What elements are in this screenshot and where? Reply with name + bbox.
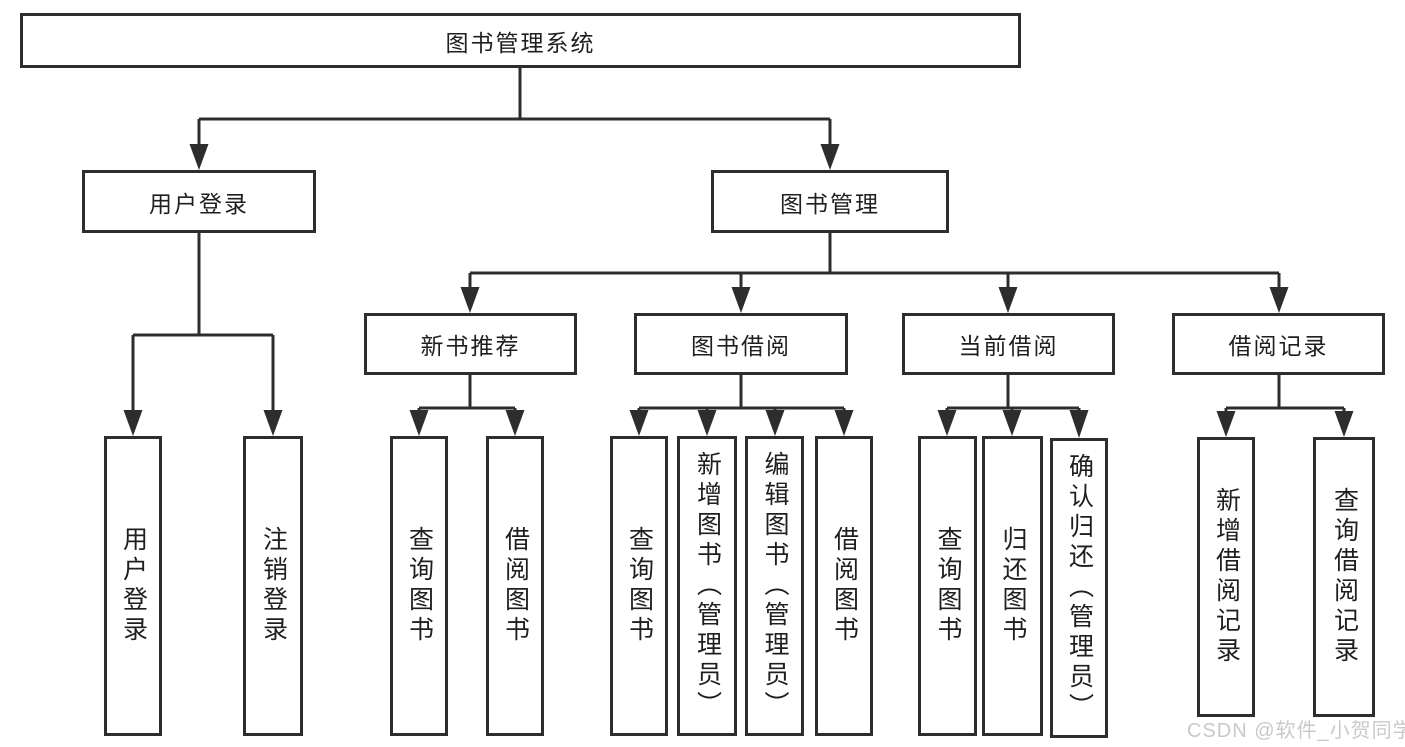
leaf-query-books-current-label: 查询图书 <box>934 526 962 646</box>
leaf-borrow-books-recommend-label: 借阅图书 <box>501 526 530 646</box>
node-root: 图书管理系统 <box>20 13 1021 68</box>
leaf-borrow-books-recommend: 借阅图书 <box>486 436 544 736</box>
node-user-login: 用户登录 <box>82 170 316 233</box>
leaf-logout-label: 注销登录 <box>259 526 288 646</box>
leaf-add-books-admin: 新增图书（管理员） <box>677 436 737 736</box>
node-current-borrow-label: 当前借阅 <box>958 333 1059 359</box>
node-new-book-recommend-label: 新书推荐 <box>420 333 521 359</box>
leaf-query-borrow-record: 查询借阅记录 <box>1313 437 1375 717</box>
leaf-user-login: 用户登录 <box>104 436 162 736</box>
leaf-add-books-admin-label: 新增图书（管理员） <box>693 451 722 721</box>
leaf-add-borrow-record-label: 新增借阅记录 <box>1212 487 1241 667</box>
leaf-query-books-recommend-label: 查询图书 <box>405 526 434 646</box>
node-root-label: 图书管理系统 <box>445 29 596 56</box>
watermark: CSDN @软件_小贺同学 <box>1187 720 1405 742</box>
leaf-return-books: 归还图书 <box>982 436 1043 736</box>
leaf-edit-books-admin: 编辑图书（管理员） <box>745 436 804 736</box>
leaf-borrow-books-label: 借阅图书 <box>830 526 859 646</box>
leaf-user-login-label: 用户登录 <box>119 526 148 646</box>
node-new-book-recommend: 新书推荐 <box>364 313 577 375</box>
leaf-borrow-books: 借阅图书 <box>815 436 873 736</box>
leaf-add-borrow-record: 新增借阅记录 <box>1197 437 1255 717</box>
leaf-confirm-return-admin: 确认归还（管理员） <box>1050 438 1108 738</box>
leaf-query-books-borrow-label: 查询图书 <box>625 526 654 646</box>
node-borrow-record: 借阅记录 <box>1172 313 1385 375</box>
leaf-query-books-recommend: 查询图书 <box>390 436 448 736</box>
leaf-logout: 注销登录 <box>243 436 303 736</box>
leaf-return-books-label: 归还图书 <box>999 526 1027 646</box>
leaf-query-borrow-record-label: 查询借阅记录 <box>1330 487 1359 667</box>
node-book-borrow-label: 图书借阅 <box>691 333 791 359</box>
leaf-query-books-borrow: 查询图书 <box>610 436 668 736</box>
node-current-borrow: 当前借阅 <box>902 313 1115 375</box>
node-borrow-record-label: 借阅记录 <box>1228 333 1329 359</box>
node-user-login-label: 用户登录 <box>149 190 249 217</box>
node-book-management-label: 图书管理 <box>780 190 880 217</box>
node-book-borrow: 图书借阅 <box>634 313 848 375</box>
leaf-confirm-return-admin-label: 确认归还（管理员） <box>1065 453 1094 723</box>
leaf-edit-books-admin-label: 编辑图书（管理员） <box>761 451 789 721</box>
leaf-query-books-current: 查询图书 <box>918 436 977 736</box>
node-book-management: 图书管理 <box>711 170 949 233</box>
